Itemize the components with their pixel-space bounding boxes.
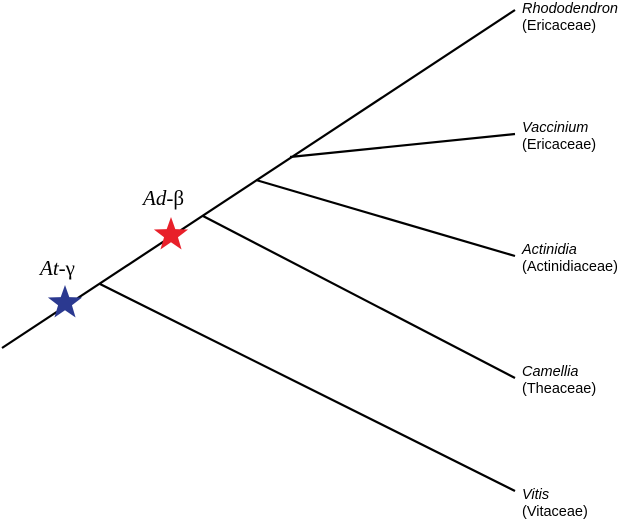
taxon-label-vaccinium: Vaccinium (Ericaceae): [522, 120, 596, 154]
family-name: (Vitaceae): [522, 504, 588, 520]
event-suffix: -γ: [58, 256, 75, 280]
branch-vaccinium: [289, 132, 516, 159]
family-name: (Ericaceae): [522, 18, 597, 34]
family-name: (Ericaceae): [522, 137, 597, 153]
taxon-label-vitis: Vitis (Vitaceae): [522, 487, 588, 521]
genus-name: Actinidia: [522, 242, 577, 258]
taxon-label-camellia: Camellia (Theaceae): [522, 364, 596, 398]
event-suffix: -β: [166, 186, 185, 210]
branch-vitis: [99, 283, 516, 492]
ad-beta-star-icon: [153, 217, 189, 250]
branch-camellia: [202, 215, 516, 379]
genus-name: Rhododendron: [522, 1, 618, 17]
event-symbol: At: [40, 256, 59, 280]
genus-name: Vaccinium: [522, 120, 589, 136]
taxon-label-rhododendron: Rhododendron (Ericaceae): [522, 1, 618, 35]
family-name: (Theaceae): [522, 381, 597, 397]
event-symbol: Ad: [143, 186, 167, 210]
event-label-ad-beta: Ad-β: [143, 186, 184, 211]
genus-name: Vitis: [522, 487, 550, 503]
event-label-at-gamma: At-γ: [40, 256, 75, 281]
branch-actinidia: [255, 178, 516, 258]
backbone-branch-rhododendron: [1, 9, 516, 349]
family-name: (Actinidiaceae): [522, 259, 618, 275]
taxon-label-actinidia: Actinidia (Actinidiaceae): [522, 242, 618, 276]
genus-name: Camellia: [522, 364, 579, 380]
at-gamma-star-icon: [47, 285, 83, 318]
